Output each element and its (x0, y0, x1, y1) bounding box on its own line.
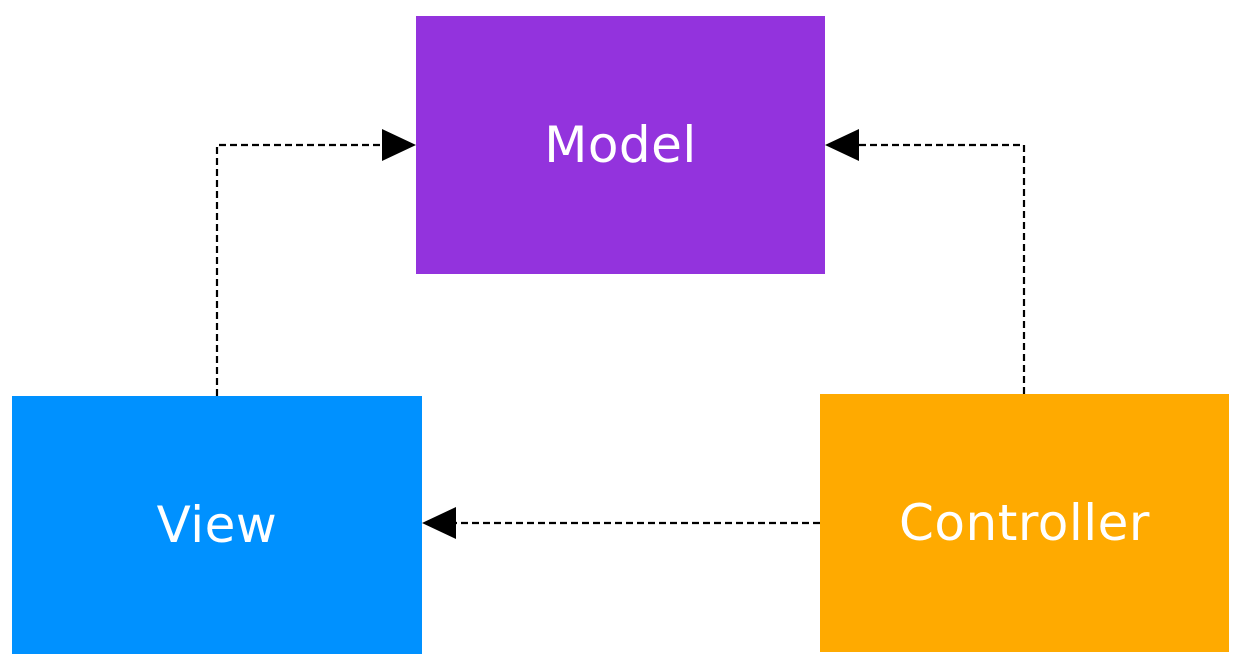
arrowhead-into-view (422, 507, 456, 539)
edge-view-to-model (215, 143, 382, 396)
arrowhead-into-model-left (382, 129, 416, 161)
view-label: View (156, 496, 278, 554)
edge-controller-to-model (859, 143, 1026, 394)
arrowhead-into-model-right (825, 129, 859, 161)
model-label: Model (544, 116, 697, 174)
controller-label: Controller (899, 494, 1150, 552)
view-box: View (12, 396, 422, 654)
controller-box: Controller (820, 394, 1229, 652)
model-box: Model (416, 16, 825, 274)
